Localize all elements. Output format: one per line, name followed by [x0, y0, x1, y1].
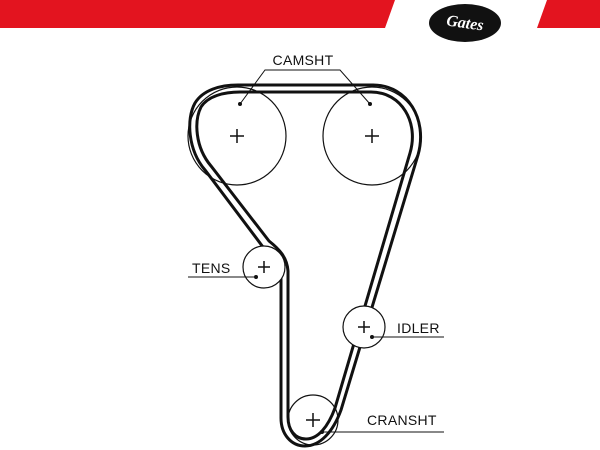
tensioner-pulley: [242, 245, 286, 289]
crankshaft-pulley-circle: [287, 394, 339, 446]
header-banner-left: [0, 0, 395, 28]
gates-logo-text: Gates: [445, 12, 484, 34]
camshaft-pulley-right-circle: [322, 86, 422, 186]
header-banner-right: [537, 0, 600, 28]
gates-logo: Gates: [429, 4, 501, 42]
idler-label: IDLER: [397, 320, 440, 336]
camshaft-pulley-left: [187, 86, 287, 186]
tensioner-label: TENS: [192, 260, 231, 276]
idler-callout: IDLER: [372, 320, 444, 338]
camshaft-label: CAMSHT: [273, 52, 334, 68]
camshaft-callout: CAMSHT: [239, 52, 371, 105]
crankshaft-callout: CRANSHT: [322, 412, 444, 433]
crankshaft-label: CRANSHT: [367, 412, 437, 428]
camshaft-pulley-left-circle: [187, 86, 287, 186]
crankshaft-pulley: [287, 394, 339, 446]
tensioner-callout: TENS: [188, 260, 256, 278]
camshaft-leader-line: [239, 69, 371, 105]
gates-logo-oval: [429, 4, 501, 42]
camshaft-pulley-right: [322, 86, 422, 186]
idler-pulley: [342, 305, 386, 349]
